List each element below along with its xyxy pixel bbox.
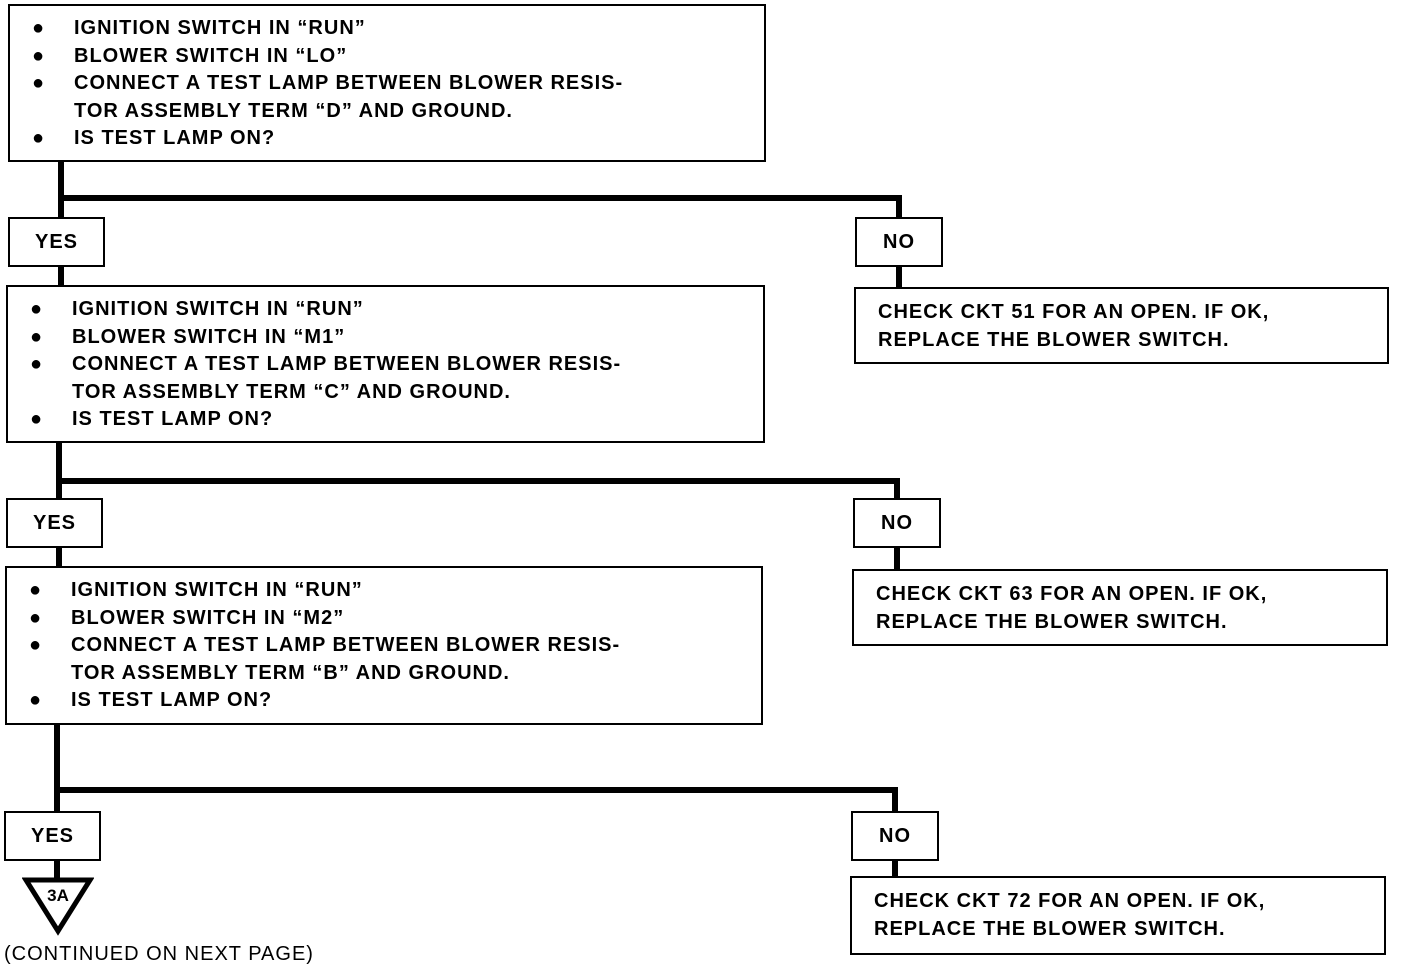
bullet-dot: ● <box>32 127 46 149</box>
connector-line <box>892 787 898 812</box>
connector-line <box>58 160 64 220</box>
connector-line <box>54 723 60 813</box>
bullet-dot: ● <box>29 634 43 656</box>
bullet-text: CONNECT A TEST LAMP BETWEEN BLOWER RESIS… <box>72 353 622 403</box>
bullet-dot: ● <box>29 606 43 629</box>
bullet-dot: ● <box>32 72 46 94</box>
bullet-dot: ● <box>32 17 46 39</box>
yes-label-3: YES <box>4 811 101 861</box>
bullet-item: ● IGNITION SWITCH IN “RUN” <box>30 296 753 324</box>
no-label-1: NO <box>855 217 943 267</box>
bullet-text: BLOWER SWITCH IN “M2” <box>71 606 345 629</box>
bullet-item: ● IGNITION SWITCH IN “RUN” <box>32 15 754 43</box>
continued-footer: (CONTINUED ON NEXT PAGE) <box>4 943 314 965</box>
bullet-item: ● CONNECT A TEST LAMP BETWEEN BLOWER RESI… <box>30 351 753 406</box>
bullet-text: IS TEST LAMP ON? <box>74 127 276 149</box>
bullet-dot: ● <box>30 298 44 320</box>
no-label-2: NO <box>853 498 941 548</box>
bullet-dot: ● <box>32 44 46 67</box>
step-box-3: ● IGNITION SWITCH IN “RUN” ● BLOWER SWITCH… <box>5 566 763 725</box>
connector-line <box>56 441 62 501</box>
bullet-text: CONNECT A TEST LAMP BETWEEN BLOWER RESIS… <box>74 72 624 122</box>
bullet-text: IS TEST LAMP ON? <box>71 689 273 711</box>
bullet-item: ● CONNECT A TEST LAMP BETWEEN BLOWER RESI… <box>32 70 754 125</box>
bullet-item: ● CONNECT A TEST LAMP BETWEEN BLOWER RESI… <box>29 632 751 687</box>
no-result-box-2: CHECK CKT 63 FOR AN OPEN. IF OK, REPLACE… <box>852 569 1388 646</box>
bullet-dot: ● <box>30 408 44 430</box>
bullet-text: IGNITION SWITCH IN “RUN” <box>72 298 364 320</box>
yes-label-1: YES <box>8 217 105 267</box>
bullet-item: ● IS TEST LAMP ON? <box>29 687 751 715</box>
step-box-2: ● IGNITION SWITCH IN “RUN” ● BLOWER SWITCH… <box>6 285 765 443</box>
bullet-item: ● IS TEST LAMP ON? <box>30 406 753 434</box>
bullet-text: IGNITION SWITCH IN “RUN” <box>74 17 366 39</box>
connector-line <box>896 195 902 217</box>
connector-label: 3A <box>47 886 69 905</box>
bullet-text: CONNECT A TEST LAMP BETWEEN BLOWER RESIS… <box>71 634 621 684</box>
no-label-3: NO <box>851 811 939 861</box>
bullet-text: BLOWER SWITCH IN “LO” <box>74 44 348 67</box>
no-result-box-1: CHECK CKT 51 FOR AN OPEN. IF OK, REPLACE… <box>854 287 1389 364</box>
step-box-1: ● IGNITION SWITCH IN “RUN” ● BLOWER SWITCH… <box>8 4 766 162</box>
bullet-item: ● IGNITION SWITCH IN “RUN” <box>29 577 751 605</box>
connector-line <box>58 265 64 287</box>
connector-line <box>56 478 900 484</box>
bullet-text: IGNITION SWITCH IN “RUN” <box>71 579 363 601</box>
connector-line <box>58 195 902 201</box>
connector-line <box>56 546 62 569</box>
bullet-dot: ● <box>29 689 43 711</box>
bullet-text: BLOWER SWITCH IN “M1” <box>72 325 346 348</box>
bullet-item: ● BLOWER SWITCH IN “M1” <box>30 324 753 352</box>
connector-line <box>894 478 900 499</box>
bullet-item: ● BLOWER SWITCH IN “M2” <box>29 605 751 633</box>
connector-line <box>54 858 60 882</box>
bullet-dot: ● <box>30 353 44 375</box>
bullet-dot: ● <box>30 325 44 348</box>
connector-line <box>892 858 898 878</box>
no-result-box-3: CHECK CKT 72 FOR AN OPEN. IF OK, REPLACE… <box>850 876 1386 955</box>
connector-line <box>894 546 900 570</box>
bullet-dot: ● <box>29 579 43 601</box>
yes-label-2: YES <box>6 498 103 548</box>
bullet-text: IS TEST LAMP ON? <box>72 408 274 430</box>
continuation-connector-icon: 3A <box>22 877 94 936</box>
connector-line <box>54 787 898 793</box>
connector-line <box>896 265 902 288</box>
bullet-item: ● BLOWER SWITCH IN “LO” <box>32 43 754 71</box>
bullet-item: ● IS TEST LAMP ON? <box>32 125 754 153</box>
